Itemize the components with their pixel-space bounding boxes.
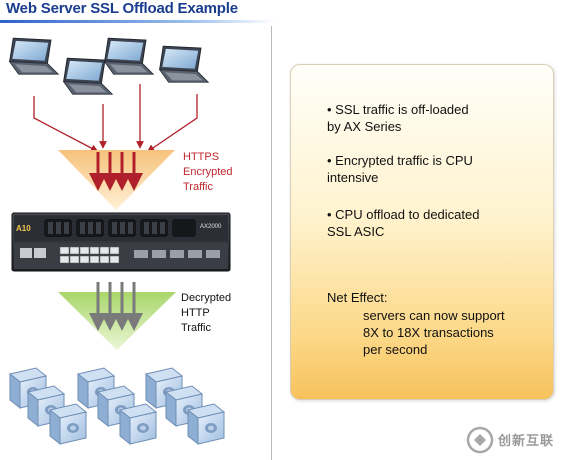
laptop-icon bbox=[159, 45, 209, 83]
server-icon bbox=[49, 403, 87, 445]
decrypted-funnel bbox=[58, 292, 176, 350]
decrypted-http-traffic-label: Decrypted HTTP Traffic bbox=[181, 292, 232, 334]
client-connections bbox=[33, 84, 198, 153]
decrypted-arrows bbox=[89, 282, 143, 331]
ax-series-appliance: A10 AX2000 bbox=[11, 212, 231, 272]
net-effect-body: servers can now support 8X to 18X transa… bbox=[363, 308, 505, 357]
encrypted-funnel bbox=[58, 150, 175, 210]
diagram-title: Web Server SSL Offload Example bbox=[6, 0, 238, 17]
watermark-icon bbox=[466, 426, 494, 454]
laptop-icon bbox=[63, 57, 113, 95]
network-diagram: A10 AX2000 bbox=[9, 37, 231, 445]
watermark-text: 创新互联 bbox=[498, 433, 555, 448]
https-encrypted-traffic-label: HTTPS Encrypted Traffic bbox=[183, 151, 233, 193]
net-effect-heading: Net Effect: bbox=[327, 290, 388, 305]
server-farm bbox=[9, 367, 225, 445]
bullet-ssl-offload: • SSL traffic is off-loaded by AX Series bbox=[327, 102, 469, 134]
watermark-logo: 创新互联 bbox=[466, 426, 561, 454]
title-underline bbox=[0, 20, 275, 23]
device-model-label: AX2000 bbox=[200, 224, 222, 230]
server-icon bbox=[187, 403, 225, 445]
laptop-icon bbox=[104, 37, 154, 75]
benefits-panel: • SSL traffic is off-loaded by AX Series… bbox=[290, 64, 554, 400]
bullet-asic-offload: • CPU offload to dedicated SSL ASIC bbox=[327, 207, 480, 239]
device-brand-label: A10 bbox=[16, 224, 31, 233]
bullet-cpu-intensive: • Encrypted traffic is CPU intensive bbox=[327, 153, 473, 185]
laptop-icon bbox=[9, 37, 59, 75]
server-icon bbox=[119, 403, 157, 445]
encrypted-arrows bbox=[89, 152, 143, 191]
vertical-divider bbox=[271, 26, 272, 460]
